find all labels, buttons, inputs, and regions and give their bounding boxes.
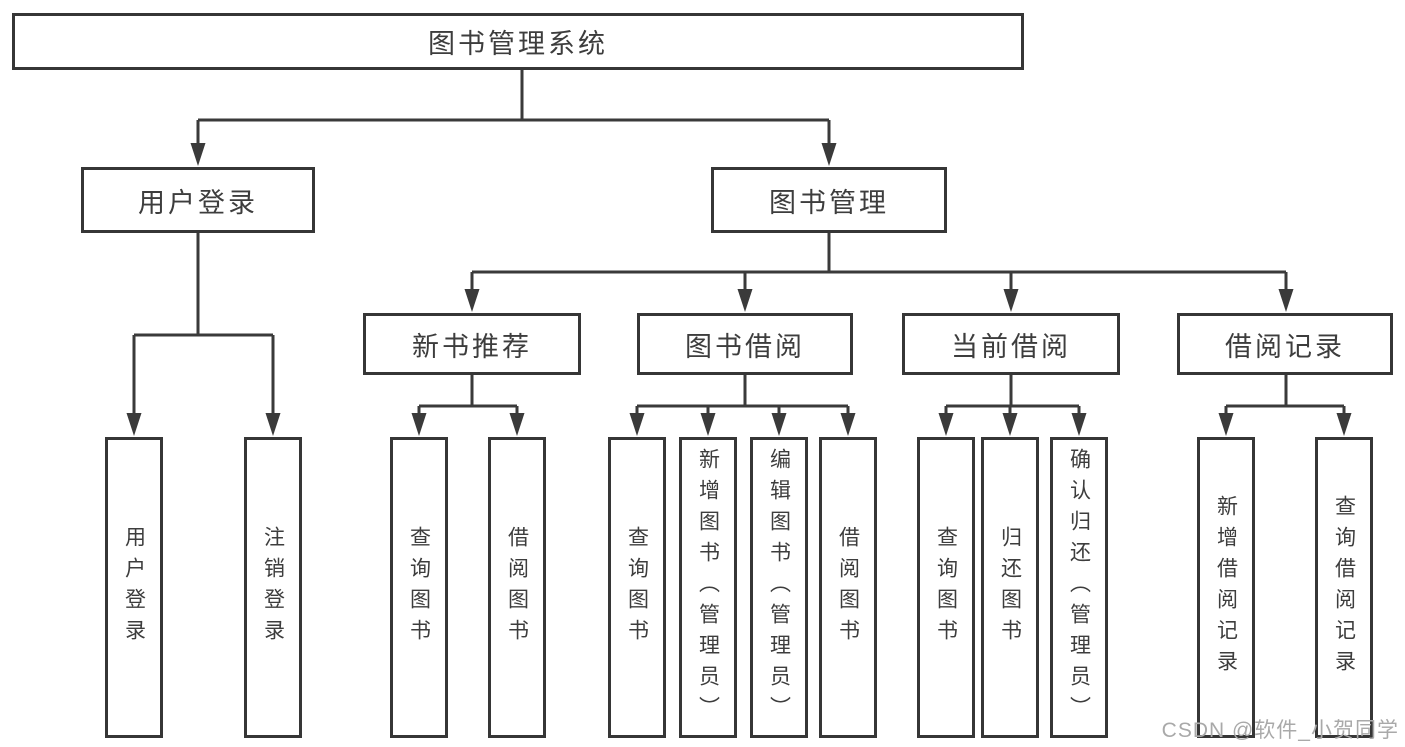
node-borrow-record: 借阅记录 [1177,313,1393,375]
leaf-node-query-books-current-label: 查询图书 [934,525,958,650]
leaf-node-logout-label: 注销登录 [261,525,285,650]
leaf-node-return-books: 归还图书 [981,437,1039,738]
node-current-borrow: 当前借阅 [902,313,1120,375]
node-new-book-recommend-label: 新书推荐 [412,331,532,362]
leaf-node-user-login-label: 用户登录 [122,525,146,650]
node-book-borrow: 图书借阅 [637,313,853,375]
leaf-node-query-books-borrow: 查询图书 [608,437,666,738]
leaf-node-add-books-admin-label: 新增图书（管理员） [696,448,720,727]
leaf-node-query-books-current: 查询图书 [917,437,975,738]
leaf-node-borrow-books-recommend-label: 借阅图书 [505,525,529,650]
root-node-library-system: 图书管理系统 [12,13,1024,70]
node-book-management-label: 图书管理 [769,187,889,218]
leaf-node-return-books-label: 归还图书 [998,525,1022,650]
leaf-node-edit-books-admin-label: 编辑图书（管理员） [767,448,791,727]
node-user-login: 用户登录 [81,167,315,233]
leaf-node-user-login: 用户登录 [105,437,163,738]
node-borrow-record-label: 借阅记录 [1225,331,1345,362]
node-new-book-recommend: 新书推荐 [363,313,581,375]
node-book-borrow-label: 图书借阅 [685,331,805,362]
csdn-watermark: CSDN @软件_小贺同学 [1161,719,1399,742]
node-book-management: 图书管理 [711,167,947,233]
leaf-node-logout: 注销登录 [244,437,302,738]
leaf-node-query-books-borrow-label: 查询图书 [625,525,649,650]
leaf-node-edit-books-admin: 编辑图书（管理员） [750,437,808,738]
leaf-node-query-borrow-record: 查询借阅记录 [1315,437,1373,738]
leaf-node-confirm-return-admin: 确认归还（管理员） [1050,437,1108,738]
tree-edges [132,70,1346,416]
leaf-node-borrow-books-recommend: 借阅图书 [488,437,546,738]
leaf-node-borrow-books-label: 借阅图书 [836,525,860,650]
leaf-node-add-borrow-record-label: 新增借阅记录 [1214,494,1238,681]
leaf-node-query-borrow-record-label: 查询借阅记录 [1332,494,1356,681]
leaf-node-borrow-books: 借阅图书 [819,437,877,738]
leaf-node-query-books-recommend: 查询图书 [390,437,448,738]
leaf-node-add-books-admin: 新增图书（管理员） [679,437,737,738]
leaf-node-add-borrow-record: 新增借阅记录 [1197,437,1255,738]
leaf-node-confirm-return-admin-label: 确认归还（管理员） [1067,448,1091,727]
node-user-login-label: 用户登录 [138,187,258,218]
arrowhead-icons [126,143,1352,436]
node-current-borrow-label: 当前借阅 [951,331,1071,362]
leaf-node-query-books-recommend-label: 查询图书 [407,525,431,650]
root-node-label: 图书管理系统 [428,29,608,59]
